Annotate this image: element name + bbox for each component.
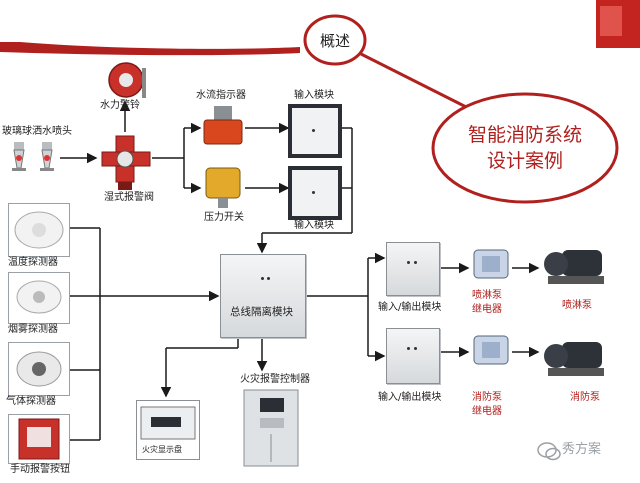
input-module-1[interactable] (288, 104, 342, 158)
bus-isolator-module[interactable] (220, 254, 306, 338)
wet-alarm-valve-label: 湿式报警阀 (104, 192, 154, 203)
pressure-switch-label: 压力开关 (204, 212, 244, 223)
manual-alarm-icon (18, 418, 60, 460)
fire-pump-icon (544, 342, 604, 376)
water-bell-label: 水力警铃 (100, 100, 140, 111)
temp-detector-thumb (8, 203, 70, 257)
fire-pump-relay-icon (473, 335, 509, 365)
fire-pump-label: 消防泵 (570, 392, 600, 403)
input-module-1-label: 输入模块 (294, 90, 334, 101)
smoke-detector-icon (16, 280, 62, 314)
flow-indicator-icon (203, 106, 243, 145)
fire-display-screen[interactable] (136, 400, 200, 460)
smoke-detector-label: 烟雾探测器 (8, 324, 58, 335)
alarm-controller-label: 火灾报警控制器 (240, 374, 310, 385)
sprinkler-icon (12, 142, 54, 171)
input-module-2[interactable] (288, 166, 342, 220)
fire-display-screen-label: 火灾显示盘 (142, 445, 182, 454)
fire-display-screen-icon (140, 406, 196, 440)
gas-detector-thumb (8, 342, 70, 396)
spray-pump-label: 喷淋泵 (562, 300, 592, 311)
temp-detector-icon (14, 211, 64, 249)
wechat-icon (537, 442, 561, 461)
water-bell-icon (108, 62, 146, 98)
spray-pump-relay-label-1: 喷淋泵 (472, 290, 502, 301)
manual-alarm-label: 手动报警按钮 (10, 464, 70, 475)
pressure-switch-icon (205, 167, 241, 208)
flow-indicator-label: 水流指示器 (196, 90, 246, 101)
wet-alarm-valve-icon (101, 135, 151, 190)
temp-detector-label: 温度探测器 (8, 257, 58, 268)
io-module-1[interactable] (386, 242, 440, 296)
callout-title-line1: 智能消防系统 (467, 124, 582, 146)
callout-oval (431, 92, 619, 204)
spray-pump-relay-label-2: 继电器 (472, 304, 502, 315)
bus-isolator-label: 总线隔离模块 (230, 306, 293, 318)
input-module-2-label: 输入模块 (294, 220, 334, 231)
spray-pump-relay-icon (473, 249, 509, 279)
io-module-2-label: 输入/输出模块 (378, 392, 442, 403)
overview-oval[interactable] (303, 14, 367, 66)
gas-detector-label: 气体探测器 (6, 396, 56, 407)
overview-label[interactable]: 概述 (319, 32, 350, 50)
fire-pump-relay-label-1: 消防泵 (472, 392, 502, 403)
header-swoosh (0, 42, 300, 56)
fire-pump-relay-label-2: 继电器 (472, 406, 502, 417)
smoke-detector-thumb (8, 272, 70, 324)
sprinkler-label: 玻璃球洒水喷头 (2, 126, 72, 137)
watermark-text: 秀方案 (562, 442, 602, 457)
io-module-2[interactable] (386, 328, 440, 384)
gas-detector-icon (16, 351, 62, 387)
manual-alarm-thumb (8, 414, 70, 464)
callout-title-line2: 设计案例 (486, 150, 563, 172)
io-module-1-label: 输入/输出模块 (378, 302, 442, 313)
spray-pump-icon (544, 250, 604, 284)
alarm-controller-icon[interactable] (240, 388, 302, 468)
